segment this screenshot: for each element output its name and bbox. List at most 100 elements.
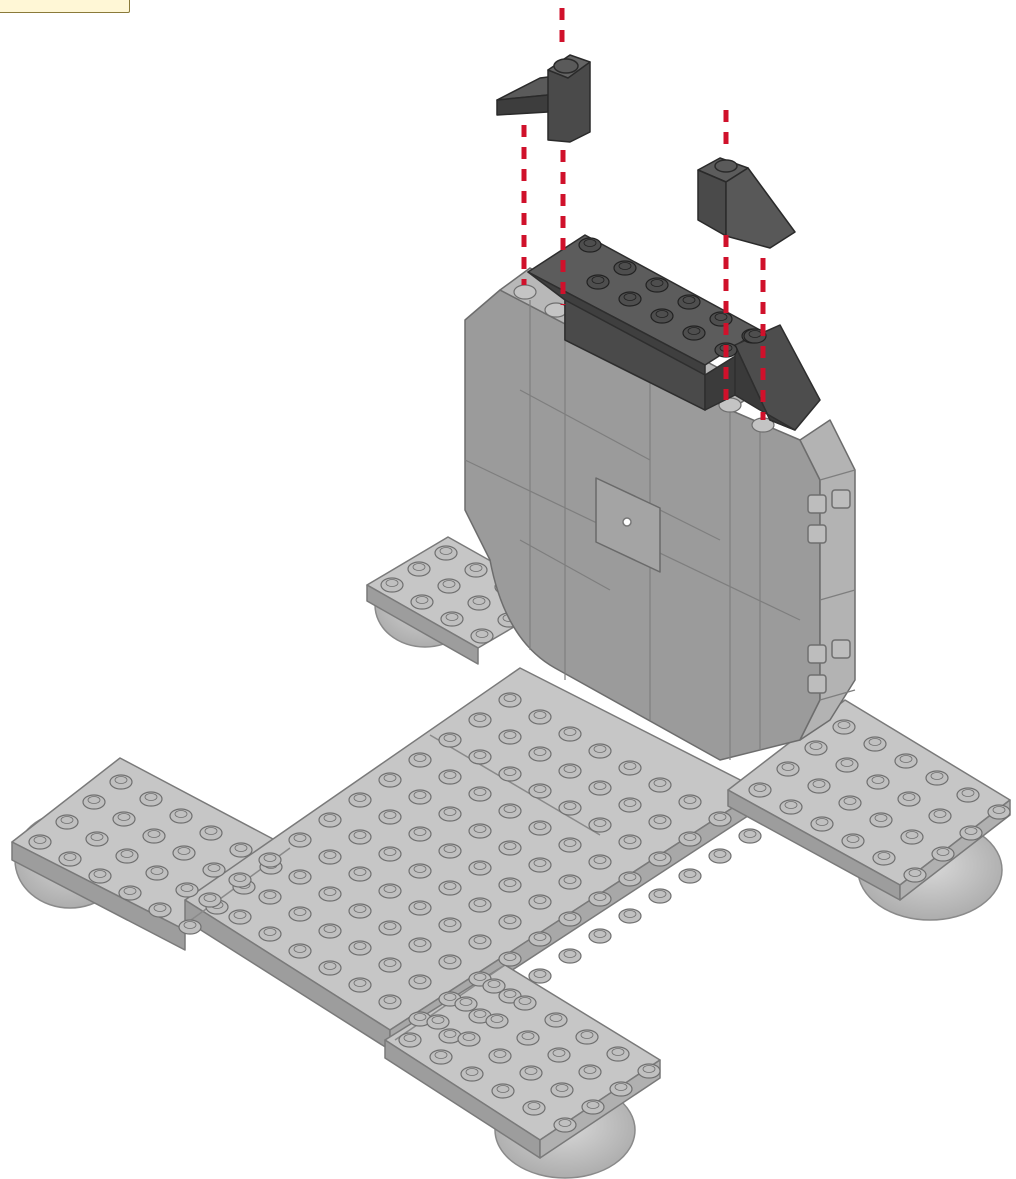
stud-top — [593, 893, 607, 901]
stud-top — [323, 814, 337, 822]
stud-top — [552, 1049, 566, 1057]
step-number-box — [0, 0, 130, 13]
stud-top — [518, 997, 532, 1005]
stud — [586, 274, 610, 290]
stud — [810, 816, 834, 832]
stud — [258, 889, 282, 905]
stud — [498, 729, 522, 745]
stud-top — [473, 825, 487, 833]
stud — [408, 863, 432, 879]
stud — [434, 545, 458, 561]
stud — [468, 786, 492, 802]
stud-top — [623, 762, 637, 770]
stud-top — [902, 793, 916, 801]
stud — [82, 794, 106, 810]
stud — [738, 828, 762, 844]
stud-top — [683, 870, 697, 878]
stud-top — [353, 942, 367, 950]
stud-top — [459, 998, 473, 1006]
stud — [578, 237, 602, 253]
stud — [544, 1012, 568, 1028]
stud — [528, 709, 552, 725]
stud-top — [353, 979, 367, 987]
stud — [609, 1081, 633, 1097]
stud-top — [33, 836, 47, 844]
stud-top — [204, 827, 218, 835]
stud-top — [413, 865, 427, 873]
stud — [408, 974, 432, 990]
stud-top — [558, 1119, 572, 1127]
stud-top — [563, 765, 577, 773]
stud — [928, 808, 952, 824]
center-tile-hole — [622, 517, 632, 527]
stud-top — [496, 1085, 510, 1093]
stud-top — [533, 896, 547, 904]
stud — [498, 692, 522, 708]
stud — [398, 1032, 422, 1048]
stud-top — [473, 936, 487, 944]
stud — [318, 960, 342, 976]
stud-top — [383, 774, 397, 782]
stud — [467, 595, 491, 611]
stud-top — [147, 830, 161, 838]
stud-top — [908, 869, 922, 877]
stud — [228, 872, 252, 888]
stud-top — [623, 910, 637, 918]
stud-top — [403, 1034, 417, 1042]
stud — [618, 291, 642, 307]
stud — [959, 825, 983, 841]
stud — [88, 868, 112, 884]
stud-top — [563, 950, 577, 958]
stud — [588, 780, 612, 796]
stud-top — [586, 1101, 600, 1109]
stud-top — [443, 1030, 457, 1038]
stud-top — [521, 1032, 535, 1040]
stud — [648, 814, 672, 830]
stud-top — [503, 805, 517, 813]
stud — [869, 812, 893, 828]
stud-top — [591, 276, 605, 284]
stud — [318, 923, 342, 939]
stud-top — [503, 731, 517, 739]
stud-top — [533, 785, 547, 793]
stud-top — [583, 239, 597, 247]
stud-top — [293, 871, 307, 879]
stud — [58, 851, 82, 867]
stud-top — [618, 262, 632, 270]
stud-top — [443, 956, 457, 964]
stud-top — [563, 876, 577, 884]
stud — [318, 849, 342, 865]
stud — [498, 840, 522, 856]
stud — [872, 850, 896, 866]
stud — [528, 857, 552, 873]
stud — [468, 823, 492, 839]
stud — [407, 561, 431, 577]
stud — [482, 978, 506, 994]
stud-top — [263, 891, 277, 899]
stud-top — [713, 813, 727, 821]
stud — [588, 743, 612, 759]
stud — [588, 891, 612, 907]
stud — [513, 995, 537, 1011]
stud — [528, 931, 552, 947]
stud-top — [490, 1015, 504, 1023]
stud-top — [593, 856, 607, 864]
stud-top — [655, 310, 669, 318]
stud — [578, 1064, 602, 1080]
stud-top — [469, 564, 483, 572]
stud — [457, 1031, 481, 1047]
stud — [175, 882, 199, 898]
stud — [115, 848, 139, 864]
stud — [491, 1083, 515, 1099]
stud — [438, 954, 462, 970]
stud-top — [383, 848, 397, 856]
stud — [172, 845, 196, 861]
stud — [438, 769, 462, 785]
stud-top — [114, 776, 128, 784]
stud-top — [443, 845, 457, 853]
stud-top — [415, 596, 429, 604]
stud-top — [583, 1066, 597, 1074]
stud — [55, 814, 79, 830]
stud — [987, 804, 1011, 820]
stud-top — [203, 894, 217, 902]
